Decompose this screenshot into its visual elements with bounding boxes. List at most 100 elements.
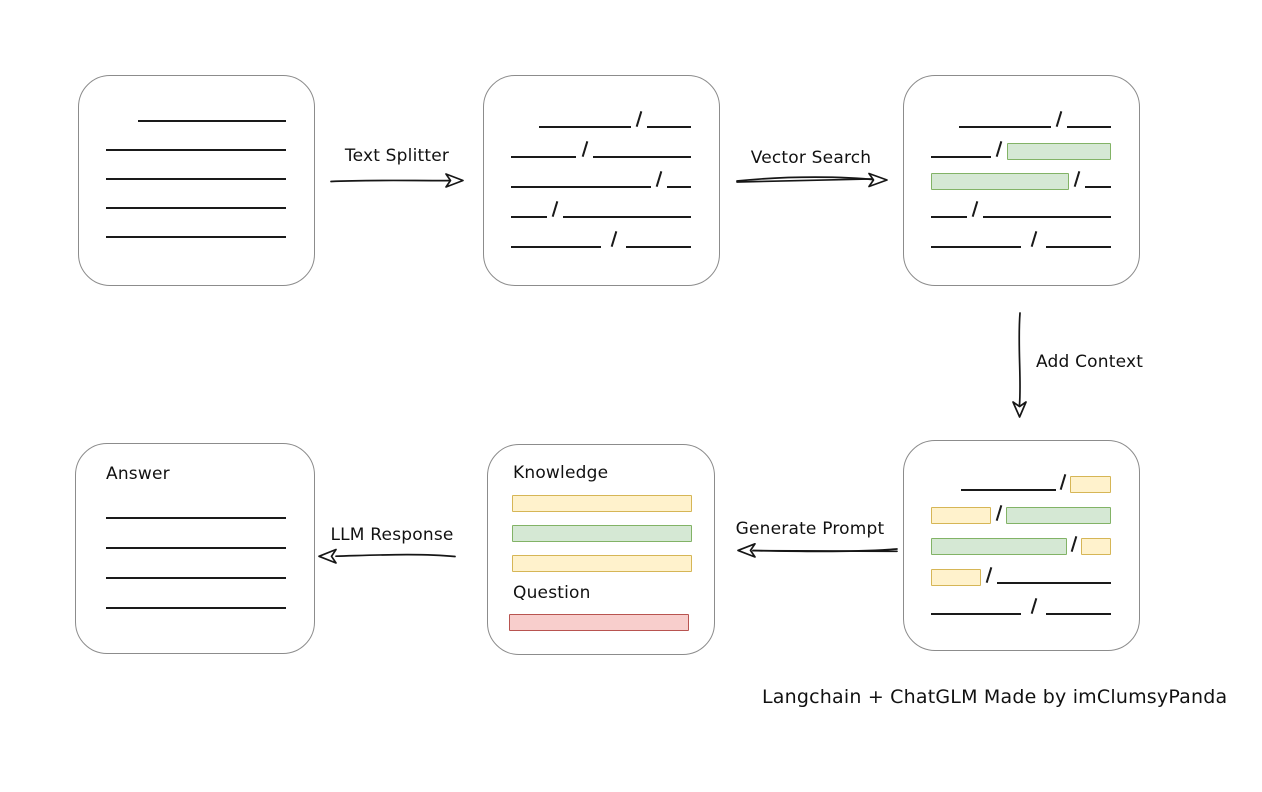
text-line bbox=[1067, 126, 1111, 128]
generate-prompt-label: Generate Prompt bbox=[735, 519, 885, 539]
llm-response-label: LLM Response bbox=[330, 525, 454, 545]
yellow-bar bbox=[512, 495, 692, 512]
slash-separator bbox=[991, 505, 1006, 522]
pseudo-text-row bbox=[106, 501, 286, 519]
text-line bbox=[1085, 186, 1111, 188]
slash-separator bbox=[1021, 231, 1046, 248]
text-line bbox=[106, 236, 286, 238]
pseudo-text-row bbox=[511, 110, 691, 128]
pseudo-text-row bbox=[106, 133, 286, 151]
pseudo-text-row bbox=[931, 200, 1111, 218]
slash-separator bbox=[1051, 111, 1067, 128]
red-bar bbox=[509, 614, 689, 631]
slash-separator bbox=[1069, 171, 1085, 188]
text-line bbox=[931, 216, 967, 218]
text-line bbox=[1046, 613, 1111, 615]
text-line bbox=[511, 186, 651, 188]
pseudo-text-row bbox=[931, 535, 1111, 555]
text-line bbox=[106, 178, 286, 180]
text-line bbox=[931, 613, 1021, 615]
split-chunks-node bbox=[483, 75, 720, 286]
pseudo-text-row bbox=[106, 220, 286, 238]
text-line bbox=[626, 246, 691, 248]
slash-separator bbox=[1056, 474, 1070, 491]
green-chunk-chip bbox=[1007, 143, 1111, 160]
text-gap bbox=[931, 110, 959, 128]
pseudo-text-row bbox=[106, 531, 286, 549]
green-bar bbox=[512, 525, 692, 542]
green-chunk-chip bbox=[931, 538, 1067, 555]
text-line bbox=[106, 149, 286, 151]
text-line bbox=[593, 156, 691, 158]
vector-matched-rows bbox=[931, 110, 1111, 248]
llm-response-arrow bbox=[318, 548, 456, 564]
pseudo-text-row bbox=[931, 170, 1111, 190]
slash-separator bbox=[601, 231, 626, 248]
text-line bbox=[961, 489, 1056, 491]
text-gap bbox=[931, 473, 961, 491]
vector-search-label: Vector Search bbox=[750, 148, 872, 168]
knowledge-label: Knowledge bbox=[513, 463, 609, 483]
slash-separator bbox=[576, 141, 593, 158]
text-gap bbox=[511, 110, 539, 128]
pseudo-text-row bbox=[106, 191, 286, 209]
knowledge-bars bbox=[512, 495, 692, 572]
pseudo-text-row bbox=[931, 566, 1111, 586]
slash-separator bbox=[991, 141, 1007, 158]
yellow-chunk-chip bbox=[1081, 538, 1111, 555]
question-bars bbox=[509, 614, 689, 631]
context-node bbox=[903, 440, 1140, 651]
add-context-arrow bbox=[1012, 312, 1027, 418]
text-line bbox=[1046, 246, 1111, 248]
yellow-bar bbox=[512, 555, 692, 572]
pseudo-text-row bbox=[931, 504, 1111, 524]
slash-separator bbox=[981, 567, 997, 584]
answer-label: Answer bbox=[106, 464, 170, 484]
pseudo-text-row bbox=[511, 230, 691, 248]
text-line bbox=[563, 216, 691, 218]
green-chunk-chip bbox=[931, 173, 1069, 190]
text-line bbox=[997, 582, 1111, 584]
pseudo-text-row bbox=[931, 597, 1111, 615]
text-line bbox=[106, 607, 286, 609]
text-line bbox=[511, 156, 576, 158]
slash-separator bbox=[967, 201, 983, 218]
answer-lines bbox=[106, 501, 286, 609]
text-line bbox=[931, 246, 1021, 248]
text-line bbox=[106, 207, 286, 209]
text-line bbox=[511, 216, 547, 218]
pseudo-text-row bbox=[106, 591, 286, 609]
pseudo-text-row bbox=[106, 561, 286, 579]
pseudo-text-row bbox=[931, 473, 1111, 493]
text-line bbox=[511, 246, 601, 248]
text-gap bbox=[106, 104, 138, 122]
answer-node: Answer bbox=[75, 443, 315, 654]
yellow-chunk-chip bbox=[1070, 476, 1111, 493]
prompt-node: Knowledge Question bbox=[487, 444, 715, 655]
text-line bbox=[106, 577, 286, 579]
question-label: Question bbox=[513, 583, 591, 603]
slash-separator bbox=[547, 201, 563, 218]
vector-matched-node bbox=[903, 75, 1140, 286]
text-splitter-label: Text Splitter bbox=[344, 146, 450, 166]
slash-separator bbox=[631, 111, 647, 128]
text-line bbox=[931, 156, 991, 158]
pseudo-text-row bbox=[106, 162, 286, 180]
generate-prompt-arrow bbox=[737, 542, 898, 558]
yellow-chunk-chip bbox=[931, 507, 991, 524]
diagram-caption: Langchain + ChatGLM Made by imClumsyPand… bbox=[762, 686, 1228, 708]
pseudo-text-row bbox=[511, 200, 691, 218]
slash-separator bbox=[1067, 536, 1081, 553]
pseudo-text-row bbox=[931, 140, 1111, 160]
yellow-chunk-chip bbox=[931, 569, 981, 586]
text-line bbox=[106, 547, 286, 549]
green-chunk-chip bbox=[1006, 507, 1111, 524]
text-line bbox=[647, 126, 691, 128]
text-line bbox=[106, 517, 286, 519]
text-line bbox=[667, 186, 691, 188]
pseudo-text-row bbox=[931, 110, 1111, 128]
text-line bbox=[539, 126, 631, 128]
pseudo-text-row bbox=[511, 170, 691, 188]
text-line bbox=[959, 126, 1051, 128]
